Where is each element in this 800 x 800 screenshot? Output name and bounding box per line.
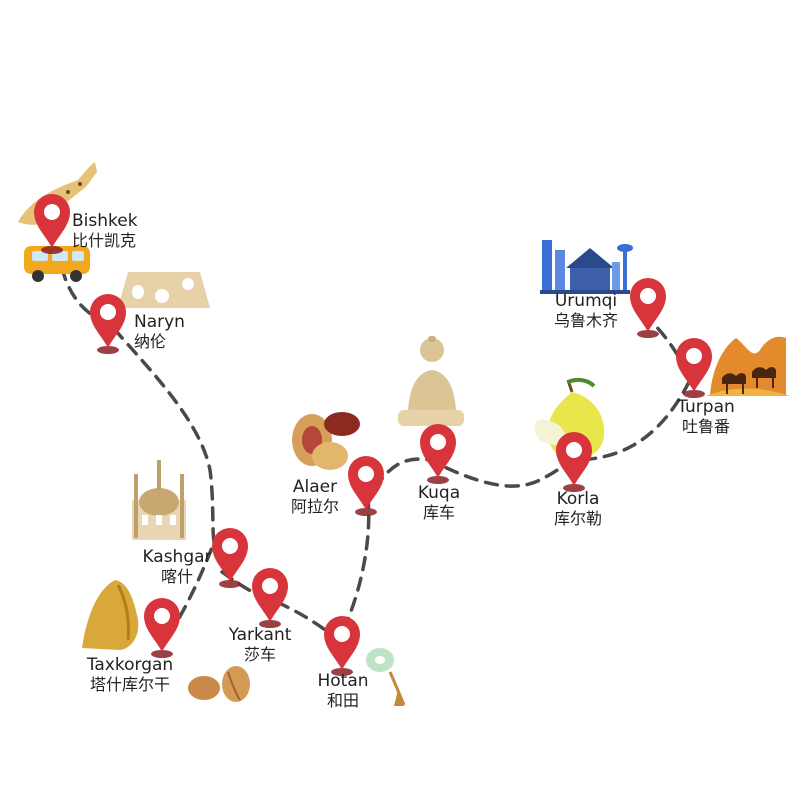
city-skyline-icon [540, 240, 633, 294]
pin-naryn[interactable] [90, 294, 126, 354]
label-kuqa: Kuqa 库车 [410, 483, 468, 522]
label-kashgar: Kashgar 喀什 [140, 547, 214, 586]
city-name-en: Kashgar [142, 547, 212, 567]
mosque-icon [132, 460, 186, 540]
city-name-zh: 和田 [326, 690, 359, 710]
city-name-zh: 纳伦 [134, 331, 167, 351]
van-icon [24, 246, 90, 282]
label-naryn: Naryn 纳伦 [134, 312, 185, 351]
city-name-en: Hotan [317, 671, 369, 691]
dates-icon [292, 412, 360, 470]
pin-kuqa[interactable] [420, 424, 456, 484]
city-name-en: Kuqa [417, 483, 461, 503]
city-name-zh: 比什凯克 [72, 230, 137, 250]
rock-icon [82, 580, 139, 650]
pin-kashgar[interactable] [212, 528, 248, 588]
city-name-zh: 喀什 [160, 566, 193, 586]
pin-bishkek[interactable] [34, 194, 70, 254]
city-name-en: Bishkek [72, 211, 138, 231]
buddha-statue-icon [398, 336, 464, 426]
label-bishkek: Bishkek 比什凯克 [72, 211, 138, 250]
city-name-zh: 阿拉尔 [290, 496, 339, 516]
nuts-icon [188, 666, 250, 702]
city-name-zh: 塔什库尔干 [89, 674, 170, 694]
city-name-en: Turpan [677, 397, 735, 417]
pin-taxkorgan[interactable] [144, 598, 180, 658]
pin-yarkant[interactable] [252, 568, 288, 628]
label-hotan: Hotan 和田 [312, 671, 374, 710]
label-korla: Korla 库尔勒 [548, 489, 608, 528]
city-name-en: Alaer [292, 477, 338, 497]
felt-rug-icon [118, 272, 210, 308]
label-taxkorgan: Taxkorgan 塔什库尔干 [80, 655, 180, 694]
pin-hotan[interactable] [324, 616, 360, 676]
desert-camels-icon [706, 336, 790, 396]
label-urumqi: Urumqi 乌鲁木齐 [546, 291, 626, 330]
city-name-en: Korla [556, 489, 600, 509]
label-yarkant: Yarkant 莎车 [222, 625, 298, 664]
city-name-zh: 库车 [422, 502, 455, 522]
city-name-en: Urumqi [554, 291, 618, 311]
pin-alaer[interactable] [348, 456, 384, 516]
pin-korla[interactable] [556, 432, 592, 492]
city-name-en: Yarkant [228, 625, 292, 645]
city-name-zh: 乌鲁木齐 [553, 310, 618, 330]
city-name-zh: 莎车 [243, 644, 276, 664]
city-name-zh: 库尔勒 [553, 508, 602, 528]
city-name-zh: 吐鲁番 [681, 416, 730, 436]
city-name-en: Naryn [134, 312, 185, 332]
jade-pendant-icon [366, 648, 406, 706]
pin-turpan[interactable] [676, 338, 712, 398]
city-name-en: Taxkorgan [86, 655, 174, 675]
label-turpan: Turpan 吐鲁番 [666, 397, 746, 436]
label-alaer: Alaer 阿拉尔 [284, 477, 346, 516]
